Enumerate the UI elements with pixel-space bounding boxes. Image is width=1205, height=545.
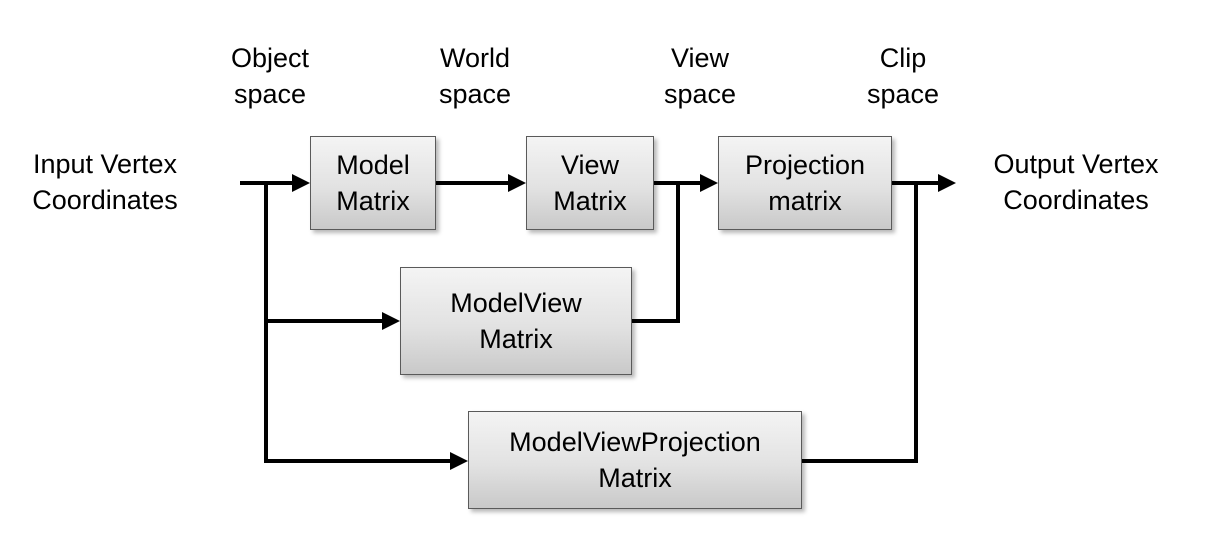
arrow-into-model-icon [292, 174, 310, 192]
space-label-object-line1: Object [230, 43, 310, 73]
arrow-into-modelview-icon [382, 312, 400, 330]
connector-mvp-rise [914, 181, 918, 463]
projection-matrix-box: Projection matrix [718, 136, 892, 230]
view-matrix-box: View Matrix [526, 136, 654, 230]
space-label-world-line2: space [438, 79, 512, 109]
connector-trunk-to-modelview [264, 319, 382, 323]
modelviewprojection-matrix-line2: Matrix [598, 463, 672, 493]
arrow-into-projection-icon [700, 174, 718, 192]
space-label-world: World space [415, 40, 535, 112]
space-label-clip-line1: Clip [879, 43, 927, 73]
input-vertex-label-line1: Input Vertex [32, 149, 178, 179]
model-matrix-line2: Matrix [336, 186, 410, 216]
output-vertex-label: Output Vertex Coordinates [976, 146, 1176, 218]
output-vertex-label-line1: Output Vertex [993, 149, 1159, 179]
modelviewprojection-matrix-box: ModelViewProjection Matrix [468, 411, 802, 509]
arrow-into-view-icon [508, 174, 526, 192]
connector-model-to-view [436, 181, 508, 185]
input-vertex-label: Input Vertex Coordinates [10, 146, 200, 218]
space-label-clip-line2: space [866, 79, 940, 109]
view-matrix-line2: Matrix [553, 186, 627, 216]
connector-modelview-rise [676, 181, 680, 323]
modelview-matrix-line2: Matrix [479, 324, 553, 354]
arrow-into-mvp-icon [450, 452, 468, 470]
space-label-object-line2: space [233, 79, 307, 109]
projection-matrix-line1: Projection [744, 150, 866, 180]
arrow-to-output-icon [938, 174, 956, 192]
space-label-view-line2: space [663, 79, 737, 109]
output-vertex-label-line2: Coordinates [1003, 185, 1149, 215]
connector-trunk-to-mvp [264, 459, 450, 463]
space-label-view: View space [640, 40, 760, 112]
space-label-view-line1: View [670, 43, 730, 73]
space-label-object: Object space [210, 40, 330, 112]
view-matrix-line1: View [560, 150, 620, 180]
model-matrix-line1: Model [336, 150, 410, 180]
space-label-clip: Clip space [843, 40, 963, 112]
input-vertex-label-line2: Coordinates [32, 185, 178, 215]
model-matrix-box: Model Matrix [310, 136, 436, 230]
modelview-matrix-line1: ModelView [450, 288, 582, 318]
modelviewprojection-matrix-line1: ModelViewProjection [509, 427, 761, 457]
projection-matrix-line2: matrix [768, 186, 842, 216]
connector-mvp-out [802, 459, 918, 463]
space-label-world-line1: World [439, 43, 511, 73]
connector-modelview-out [632, 319, 680, 323]
modelview-matrix-box: ModelView Matrix [400, 267, 632, 375]
